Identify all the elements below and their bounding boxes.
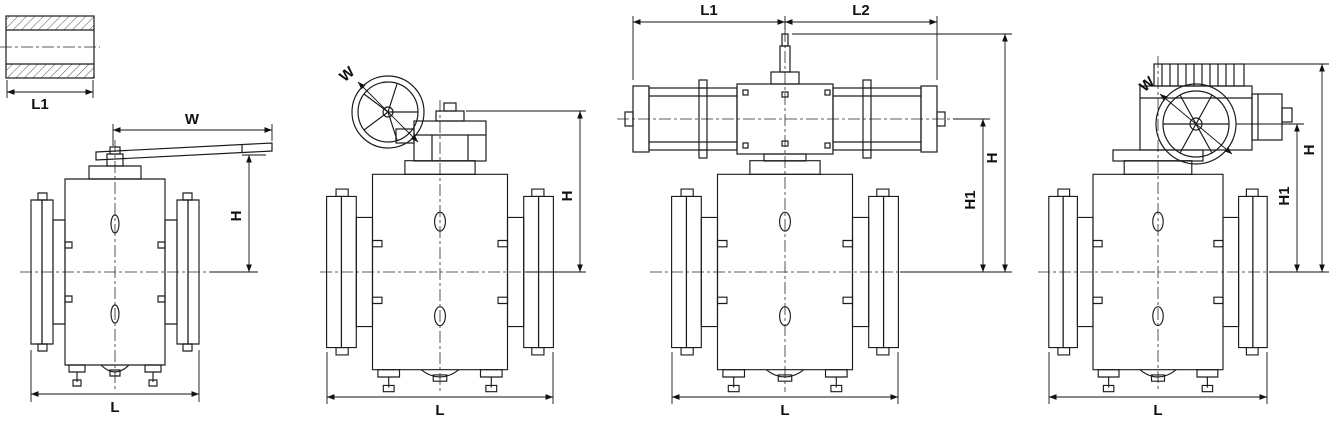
pipe-wall-hatch-top: [6, 16, 94, 30]
dim-H-electric: H: [1244, 63, 1329, 273]
pipe-wall-hatch-bottom: [6, 64, 94, 78]
dim-H-lever: H: [210, 154, 266, 273]
dim-label-L-electric: L: [1153, 402, 1162, 419]
dim-L-electric: L: [1048, 352, 1268, 419]
dim-H1-pneumatic: H1: [953, 118, 990, 272]
dim-label-W-gear: W: [336, 63, 358, 86]
dim-label-L-lever: L: [110, 399, 119, 416]
dim-L-gear: L: [326, 352, 554, 419]
dim-label-H1-pneumatic: H1: [962, 190, 979, 209]
dim-L2-pneumatic: L2: [785, 2, 938, 80]
dim-H-gear: H: [466, 110, 586, 273]
dim-H1-electric: H1: [1236, 123, 1304, 272]
dim-L1-pneumatic: L1: [632, 2, 786, 80]
dim-L-lever: L: [30, 350, 200, 416]
dim-label-H-pneumatic: H: [984, 153, 1001, 164]
dim-label-L2-pneumatic: L2: [852, 2, 870, 19]
dim-W-lever: W: [112, 111, 273, 146]
dim-label-L1-pipe: L1: [31, 96, 49, 113]
lever-valve-view: W H L: [20, 111, 273, 416]
pneumatic-valve-view: L1 L2 H H1 L: [617, 2, 1012, 419]
dim-L-pneumatic: L: [671, 352, 899, 419]
dim-H-pneumatic: H: [792, 33, 1012, 273]
electric-valve-view: W H H1 L: [1038, 56, 1329, 419]
gear-valve-view: W H L: [320, 63, 586, 419]
dim-label-H-lever: H: [228, 211, 245, 222]
dim-label-W-lever: W: [185, 111, 200, 128]
pneumatic-actuator: [624, 33, 946, 162]
dim-label-L-gear: L: [435, 402, 444, 419]
lever-handle: [95, 142, 273, 167]
dim-label-H1-electric: H1: [1276, 186, 1293, 205]
dim-label-H-electric: H: [1301, 145, 1318, 156]
pipe-body: [5, 15, 95, 79]
dim-W-gear: W: [336, 63, 419, 143]
dim-label-L1-pneumatic: L1: [700, 2, 718, 19]
dim-L1-pipe: L1: [6, 80, 94, 113]
dim-label-L-pneumatic: L: [780, 402, 789, 419]
dim-label-H-gear: H: [559, 191, 576, 202]
pipe-section-view: L1: [0, 15, 100, 113]
